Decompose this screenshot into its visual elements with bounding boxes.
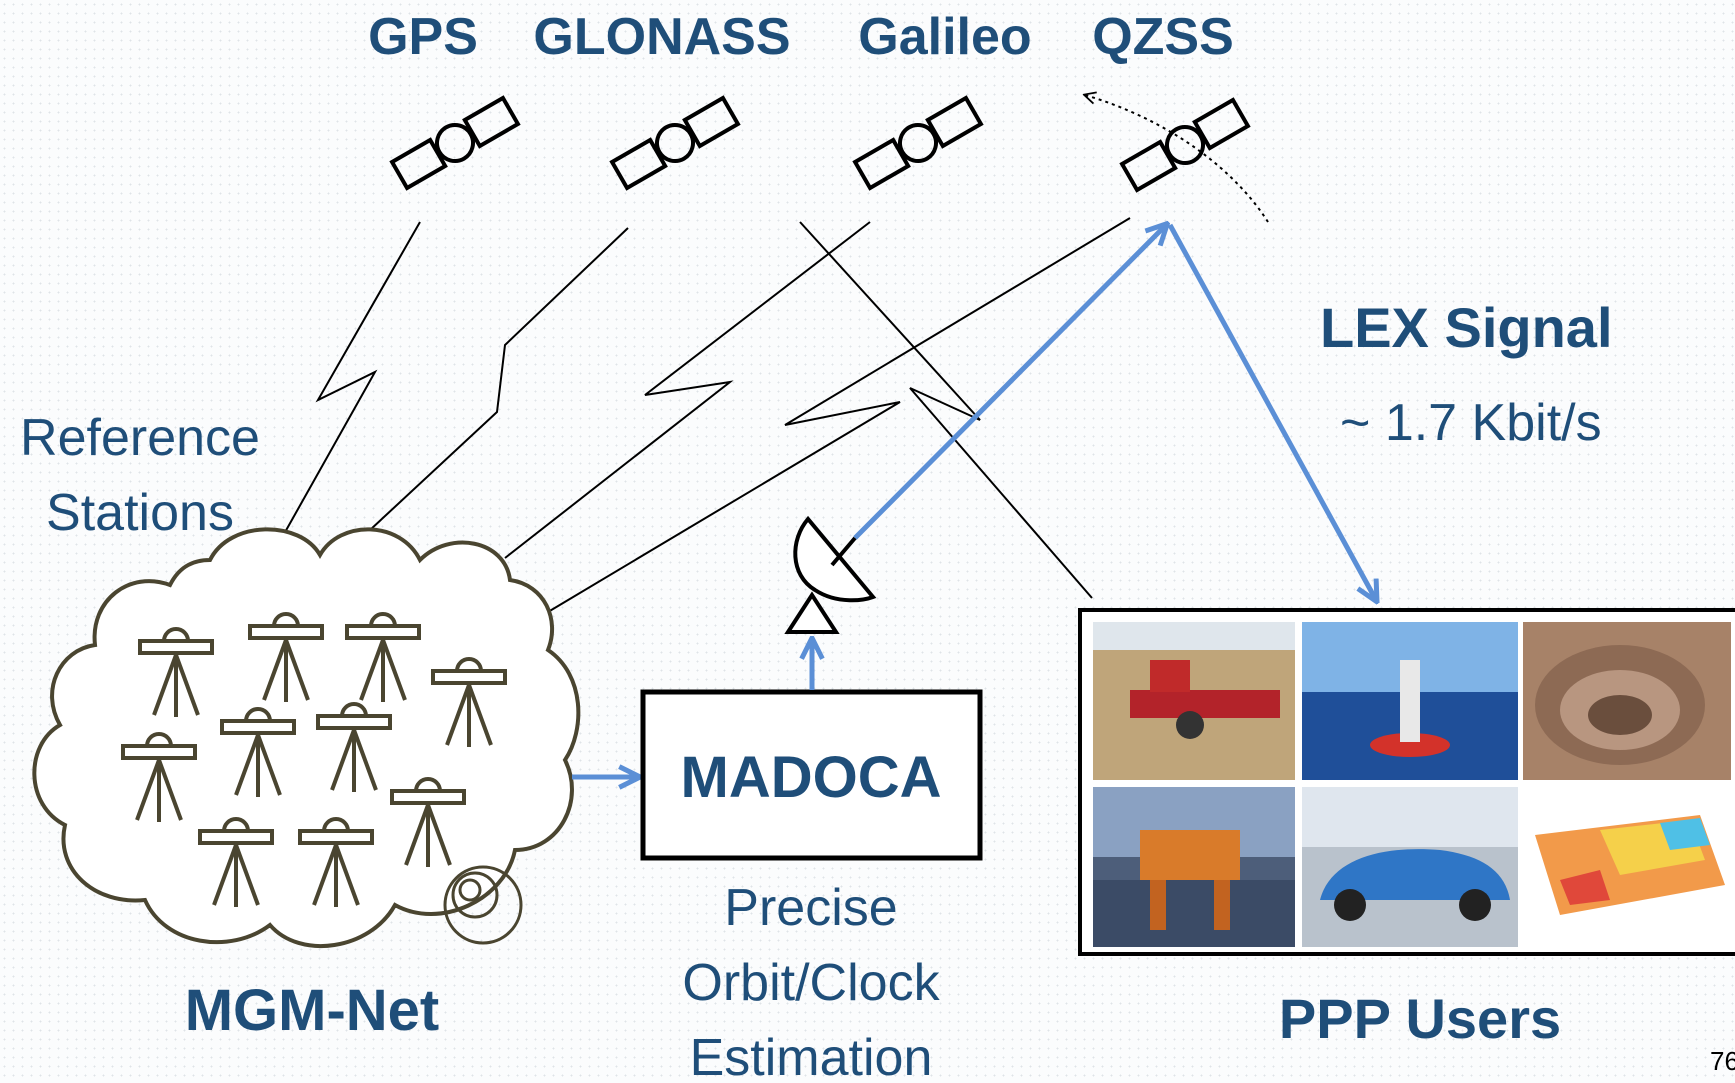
photo-tractor [1093,622,1295,780]
signal-rings-icon [443,865,523,945]
signal-link-qzss [547,217,1131,613]
lex-downlink-arrow [1167,223,1376,600]
madoca-caption-line2: Orbit/Clock [682,954,940,1012]
lex-signal-label: LEX Signal [1320,296,1613,359]
satellite-icon-qzss [1118,95,1252,195]
photo-buoy [1302,622,1518,780]
photo-mine [1523,622,1731,780]
constellation-label-galileo: Galileo [858,8,1031,66]
constellation-label-qzss: QZSS [1092,8,1234,66]
lex-signal-rate: ~ 1.7 Kbit/s [1340,394,1602,452]
reference-stations-label-line2: Stations [46,484,234,542]
madoca-label: MADOCA [681,745,942,810]
reference-stations-label-line1: Reference [20,409,260,467]
qzss-orbit-arrow [1085,95,1269,223]
satellite-icon-gps [388,93,522,193]
madoca-caption-line1: Precise [724,879,897,937]
signal-link-gps [274,221,421,551]
signal-link-glonass [369,227,629,531]
photo-geoid-map [1523,787,1731,947]
satellite-icon-galileo [851,93,985,193]
page-number: 76 [1710,1046,1735,1076]
mgm-net-cloud [32,527,581,948]
uplink-arrow [853,225,1166,540]
uplink-dish-icon [784,515,877,634]
photo-autonomous-car [1302,787,1518,947]
photo-offshore-platform [1093,787,1295,947]
satellite-icon-glonass [608,93,742,193]
signal-link-galileo-users [799,221,1093,599]
mgm-net-label: MGM-Net [185,978,440,1043]
signal-link-galileo [504,221,871,559]
constellation-label-glonass: GLONASS [533,8,790,66]
madoca-caption-line3: Estimation [690,1029,933,1083]
madoca-box [640,689,983,861]
ppp-users-label: PPP Users [1279,987,1561,1050]
constellation-label-gps: GPS [368,8,478,66]
